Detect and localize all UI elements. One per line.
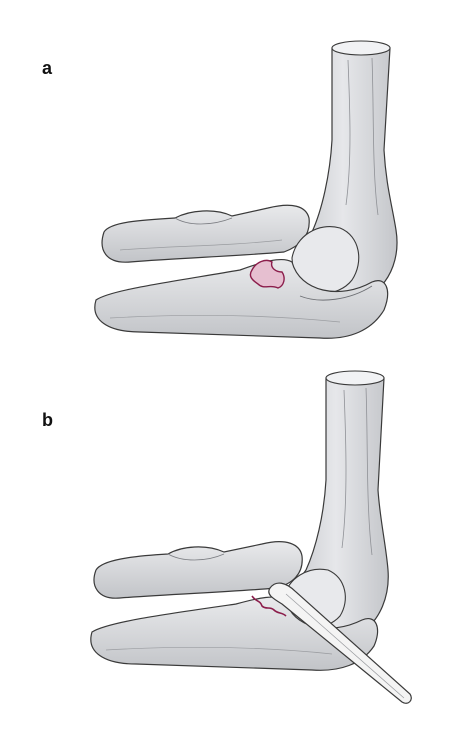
panel-label-b: b: [42, 410, 53, 430]
panel-a-illustration: [94, 40, 398, 339]
ulna-bone-a: [94, 258, 389, 339]
ulna-bone-b: [90, 596, 379, 671]
fracture-line-b: [251, 595, 287, 617]
panel-b-illustration: [90, 370, 412, 704]
panel-label-a: a: [42, 58, 53, 78]
fracture-fragment-a: [249, 259, 285, 289]
radius-bone-a: [101, 204, 310, 263]
